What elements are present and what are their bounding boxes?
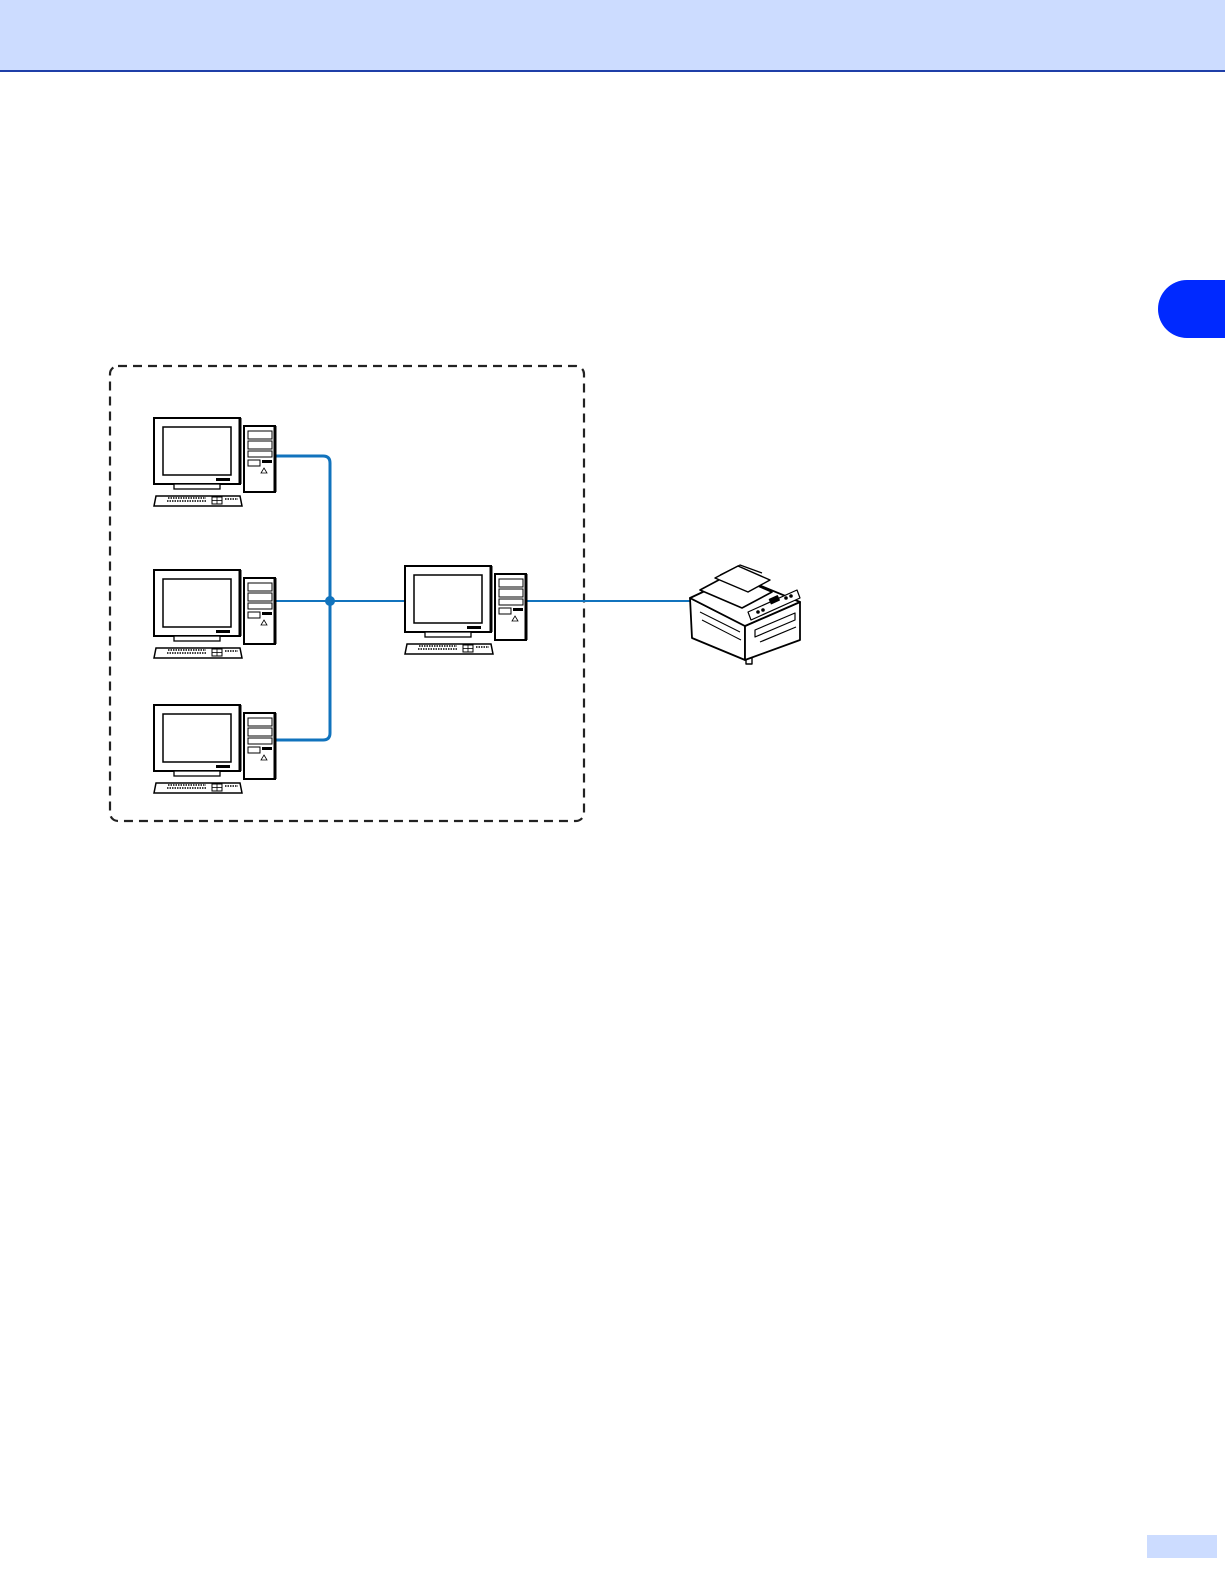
network-bus-line xyxy=(275,456,330,740)
desktop-computer-icon xyxy=(154,418,275,506)
junction-dot xyxy=(325,596,335,606)
desktop-computer-icon xyxy=(154,705,275,793)
multifunction-printer-icon xyxy=(690,565,800,664)
client-computer-1 xyxy=(154,418,275,506)
client-computer-2 xyxy=(154,570,275,658)
desktop-computer-icon xyxy=(405,566,526,654)
host-computer xyxy=(405,566,526,654)
desktop-computer-icon xyxy=(154,570,275,658)
client-computer-3 xyxy=(154,705,275,793)
